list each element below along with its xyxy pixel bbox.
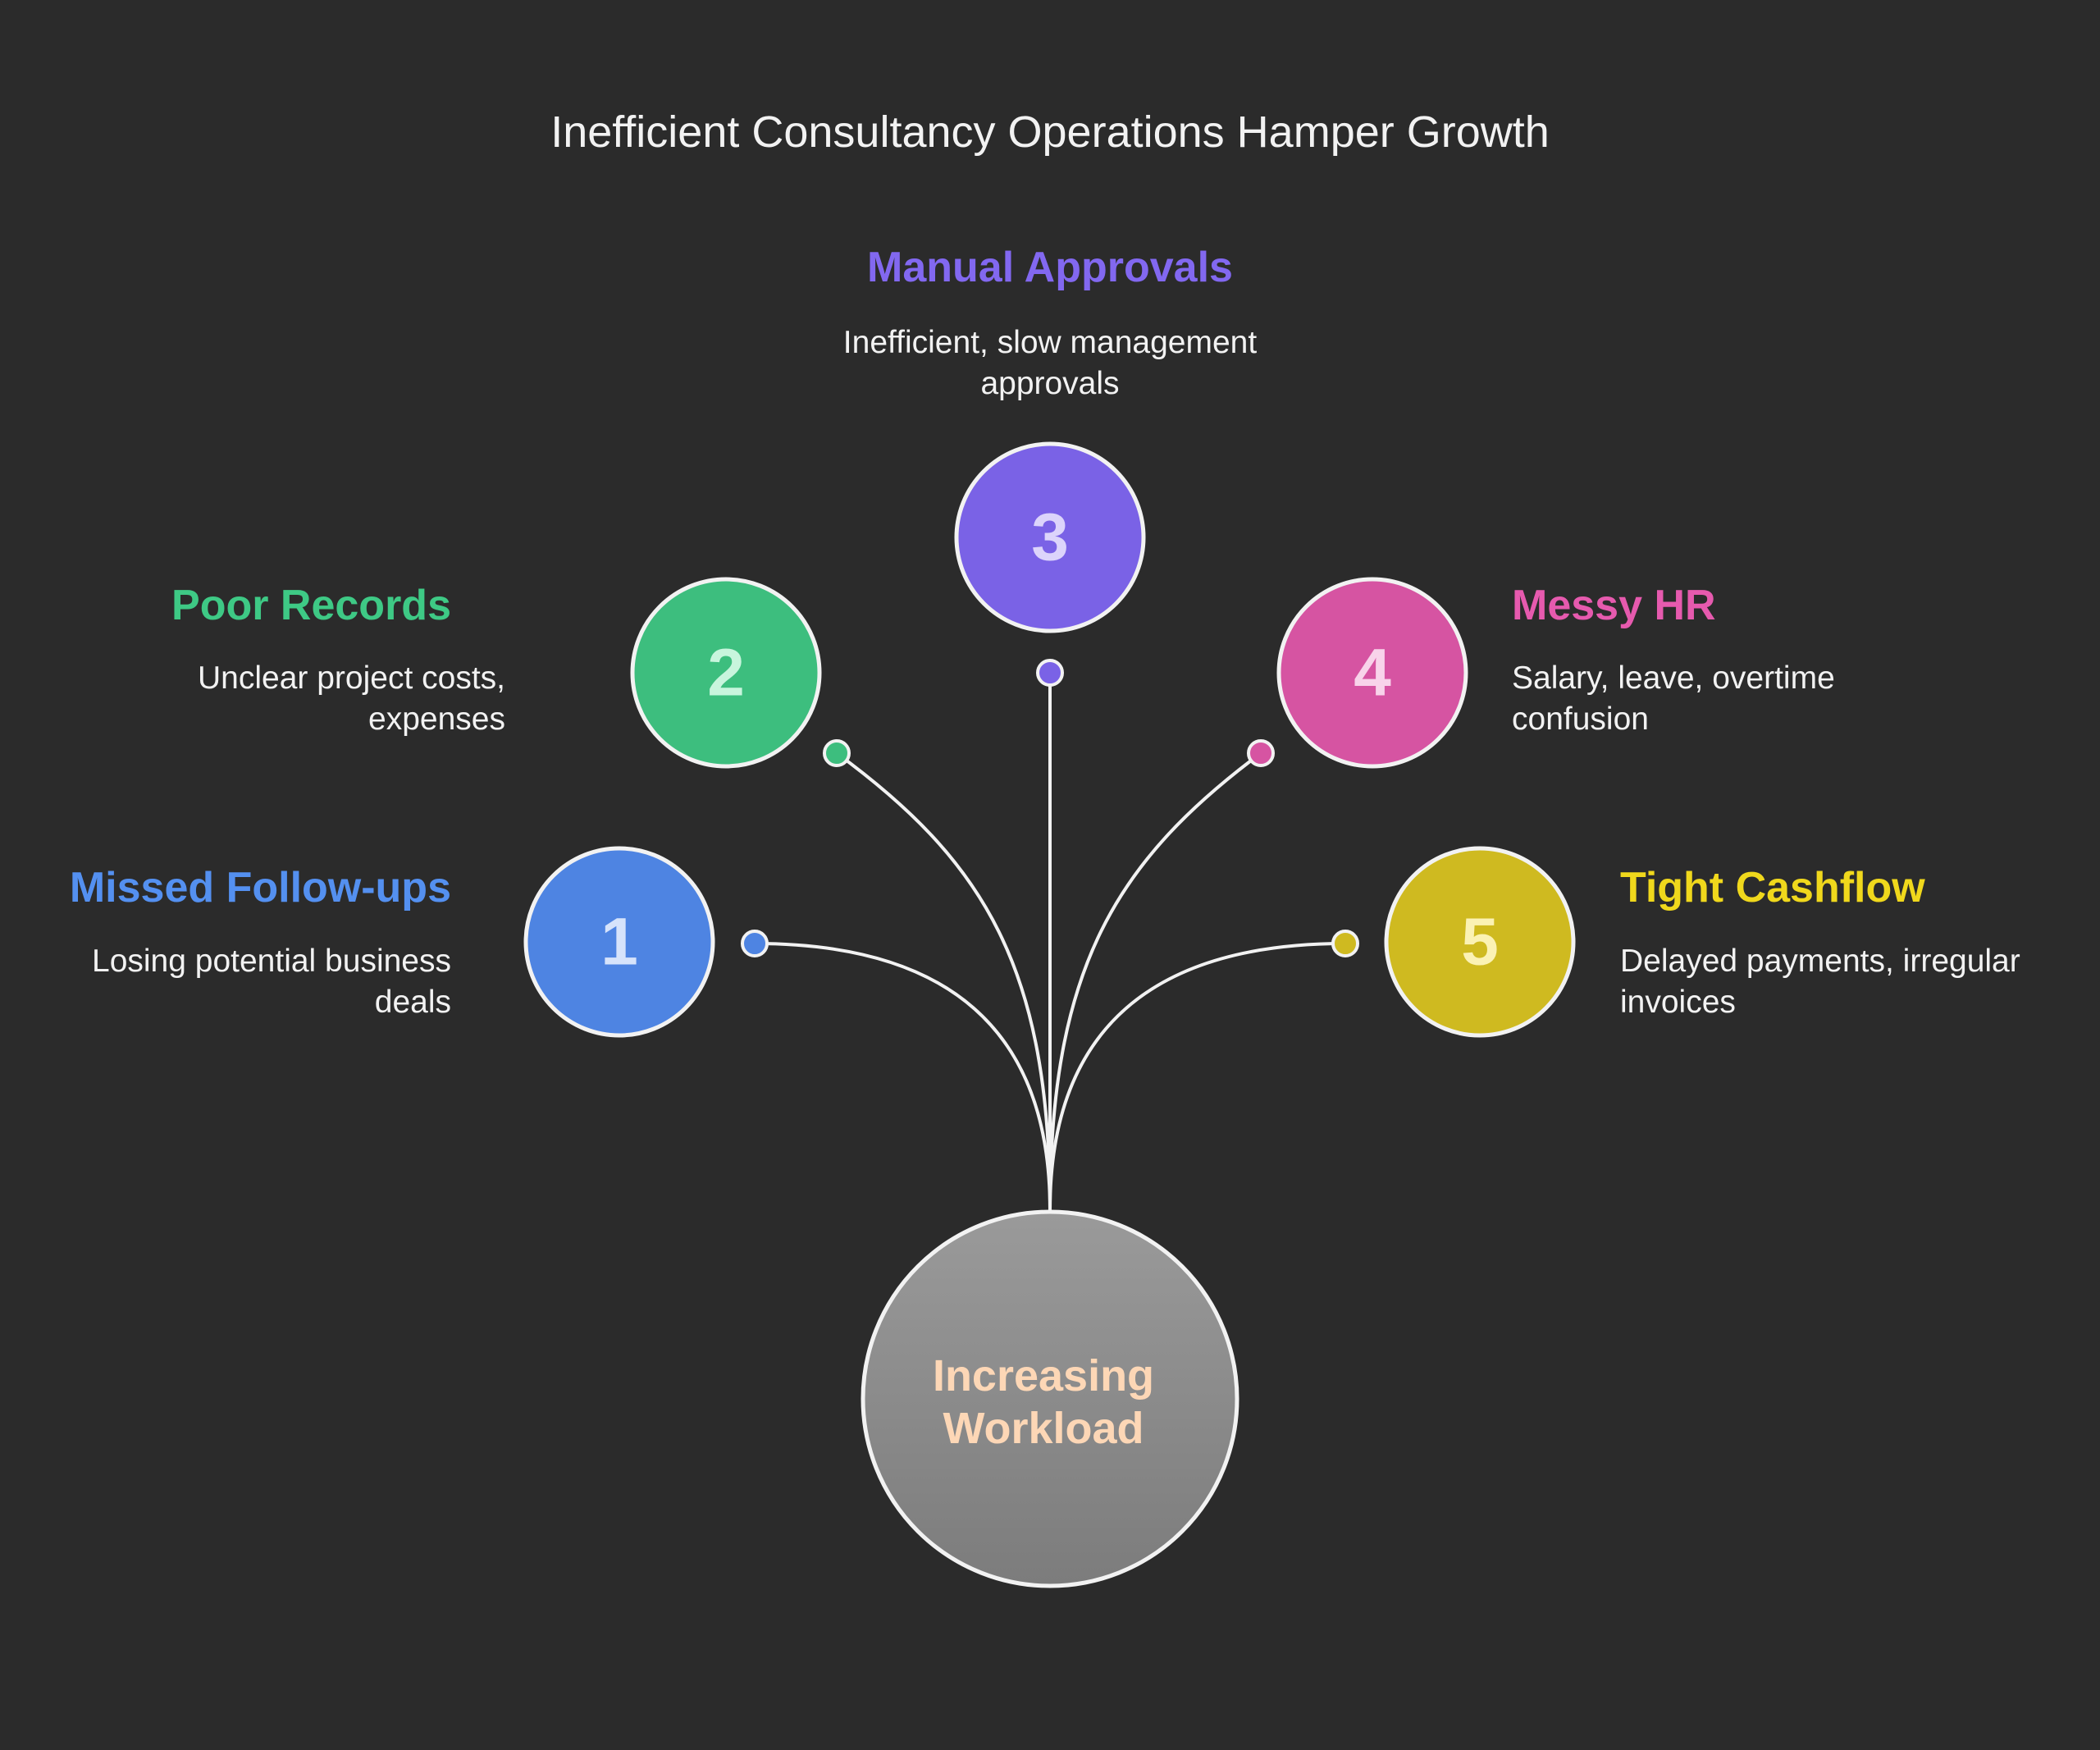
- center-hub: Increasing Workload: [861, 1209, 1239, 1588]
- node-circle-5: [1384, 846, 1576, 1038]
- item-desc-5: Delayed payments, irregular invoices: [1620, 941, 2063, 1023]
- node-number-2: 2: [707, 636, 745, 711]
- node-circle-1: [523, 846, 715, 1038]
- center-label-line1: Increasing: [933, 1351, 1154, 1400]
- item-desc-1-line1: Losing potential business: [92, 944, 451, 979]
- connector-4: [1048, 752, 1262, 1212]
- diagram-title: Inefficient Consultancy Operations Hampe…: [550, 107, 1550, 157]
- item-desc-4: Salary, leave, overtime confusion: [1512, 658, 1938, 740]
- connector-dot-4: [1247, 739, 1275, 767]
- node-number-5: 5: [1461, 905, 1499, 980]
- connector-dot-5: [1331, 930, 1359, 957]
- node-5: 5: [1384, 846, 1576, 1038]
- node-4: 4: [1276, 577, 1468, 769]
- item-desc-1-line2: deals: [374, 985, 451, 1020]
- node-circle-4: [1276, 577, 1468, 769]
- connector-dot-3: [1036, 659, 1064, 687]
- center-circle: [861, 1209, 1239, 1588]
- item-desc-4-line1: Salary, leave, overtime: [1512, 660, 1835, 696]
- connector-dot-1: [741, 930, 769, 957]
- node-circle-3: [954, 441, 1146, 633]
- item-desc-4-line2: confusion: [1512, 701, 1649, 737]
- item-title-5: Tight Cashflow: [1620, 864, 1925, 912]
- node-2: 2: [630, 577, 822, 769]
- item-desc-2-line2: expenses: [368, 701, 505, 737]
- item-desc-3-line1: Inefficient, slow management: [842, 325, 1258, 360]
- item-desc-5-line2: invoices: [1620, 985, 1736, 1020]
- item-desc-3: Inefficient, slow management approvals: [771, 322, 1329, 404]
- item-desc-1: Losing potential business deals: [41, 941, 451, 1023]
- item-title-1: Missed Follow-ups: [69, 864, 451, 912]
- node-number-4: 4: [1354, 636, 1391, 711]
- connector-5: [1048, 942, 1347, 1212]
- node-number-1: 1: [600, 905, 638, 980]
- node-number-3: 3: [1031, 500, 1069, 575]
- node-circle-2: [630, 577, 822, 769]
- node-3: 3: [954, 441, 1146, 633]
- item-desc-5-line1: Delayed payments, irregular: [1620, 944, 2020, 979]
- connector-dot-2: [823, 739, 851, 767]
- item-desc-2: Unclear project costs, expenses: [90, 658, 505, 740]
- item-desc-3-line2: approvals: [980, 366, 1120, 401]
- item-title-3: Manual Approvals: [867, 244, 1233, 291]
- connector-1: [753, 942, 1052, 1212]
- item-desc-2-line1: Unclear project costs,: [198, 660, 505, 696]
- item-title-2: Poor Records: [171, 582, 451, 629]
- center-label-line2: Workload: [943, 1404, 1144, 1453]
- item-title-4: Messy HR: [1512, 582, 1716, 629]
- node-1: 1: [523, 846, 715, 1038]
- connector-2: [835, 752, 1052, 1212]
